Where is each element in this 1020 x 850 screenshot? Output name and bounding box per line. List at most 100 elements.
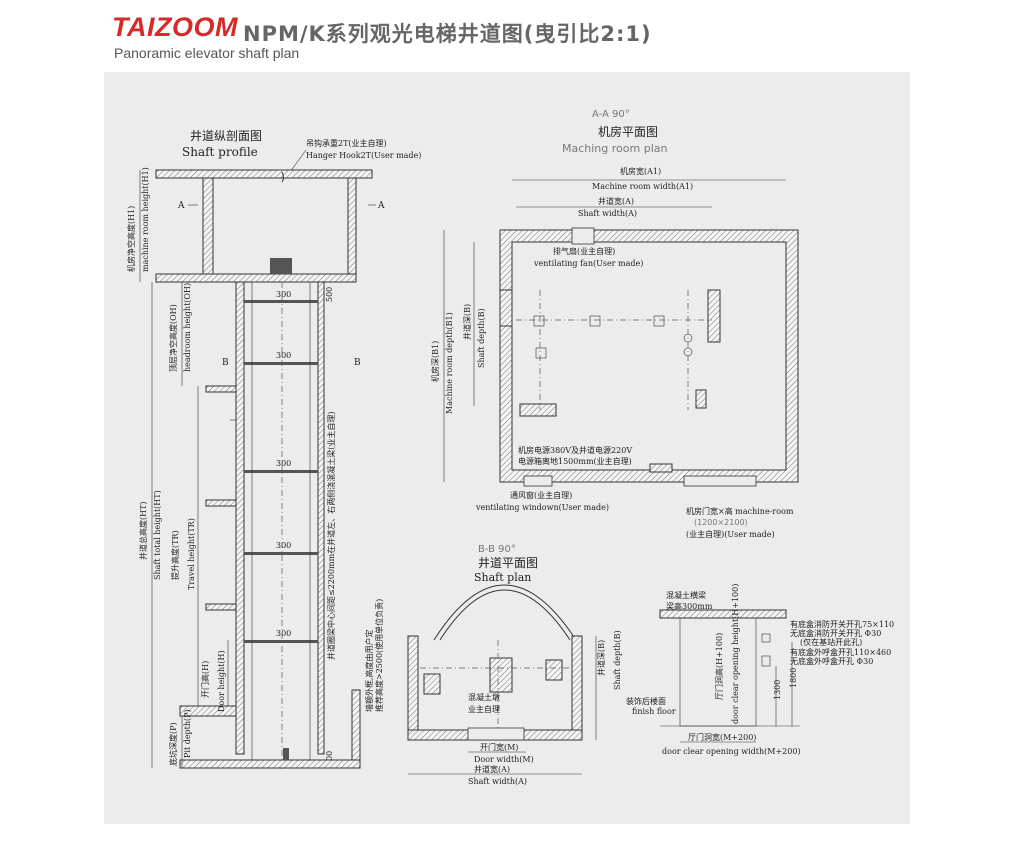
section-a-right: A xyxy=(377,201,385,211)
mr-door-cn: 机房门宽×高 machine-room xyxy=(686,506,794,516)
travel-cn: 提升高度(TR) xyxy=(170,530,180,580)
frame-note-1: 墙额外框,高度由用户定 xyxy=(364,629,374,712)
hook-label-cn: 吊钩承重2T(业主自理) xyxy=(306,138,387,148)
window-en: ventilating windown(User made) xyxy=(475,503,609,512)
mr-wall-left xyxy=(202,177,214,275)
fan-en: ventilating fan(User made) xyxy=(533,259,643,268)
shaft-plan: B-B 90° 井道平面图 Shaft plan 混凝土墩 业主自理 井道深(B… xyxy=(407,544,622,786)
headroom-en: headroom height(OH) xyxy=(183,283,192,372)
frame-note-2: 推荐高度>2500(使用单位负责) xyxy=(374,599,384,712)
beam-height: 梁高300mm xyxy=(666,601,713,611)
mr-width-cn: 机房宽(A1) xyxy=(620,166,661,176)
ring-beams xyxy=(244,300,318,643)
pier-cn-2: 业主自理 xyxy=(468,704,500,714)
section-b-right: B xyxy=(354,358,361,368)
fan-cn: 排气扇(业主自理) xyxy=(553,246,615,256)
brand-logo: TAIZOOM xyxy=(112,12,238,42)
door-height-cn: 开门高(H) xyxy=(200,661,210,698)
mr-section-label: A-A 90° xyxy=(592,109,630,120)
beam-cn: 混凝土横梁 xyxy=(666,590,706,600)
dim-300-c: 300 xyxy=(276,459,291,468)
fire-switch-1: 有底盒消防开关开孔75×110 xyxy=(790,619,894,629)
pit-floor xyxy=(179,759,361,769)
dim-1300: 1300 xyxy=(773,680,782,700)
call-box-1: 有底盒外呼盒开孔110×460 xyxy=(790,647,891,657)
shaft-depth-en: Shaft depth(B) xyxy=(477,308,486,368)
dim-500-bottom: 500 xyxy=(325,751,334,766)
mr-wall-right xyxy=(347,177,357,275)
mr-title-cn: 机房平面图 xyxy=(598,124,658,139)
mr-width-en: Machine room width(A1) xyxy=(592,182,693,191)
mr-floor xyxy=(155,273,357,283)
fan-opening xyxy=(571,227,595,245)
dim-300-e: 300 xyxy=(276,629,291,638)
open-width-en: door clear opening width(M+200) xyxy=(662,747,801,756)
dim-500-top: 500 xyxy=(325,287,334,302)
power-box xyxy=(707,289,721,343)
shaft-width-cn: 井道宽(A) xyxy=(598,196,634,206)
profile-title-en: Shaft profile xyxy=(182,145,258,159)
mr-height-cn: 机房净空高度(H1) xyxy=(126,206,136,272)
shaft-width-en: Shaft width(A) xyxy=(578,209,637,218)
sp-door-width-en: Door width(M) xyxy=(474,755,534,764)
pier-cn-1: 混凝土墩 xyxy=(468,692,500,702)
finish-floor-cn: 装饰后楼面 xyxy=(626,696,666,706)
mr-title-en: Maching room plan xyxy=(562,142,667,155)
shaft-wall-right xyxy=(317,281,325,755)
pit-depth-cn: 底坑深度(P) xyxy=(168,722,178,766)
page-subtitle: Panoramic elevator shaft plan xyxy=(114,45,300,61)
section-a-left: A xyxy=(177,201,185,211)
fire-switch-3: (仅在基站开此孔) xyxy=(800,637,862,647)
dim-300-d: 300 xyxy=(276,541,291,550)
sp-door-width-cn: 开门宽(M) xyxy=(480,742,518,752)
lintel-beam xyxy=(659,609,787,619)
mr-depth-cn: 机房深(B1) xyxy=(430,341,440,382)
shaft-depth-cn: 井道深(B) xyxy=(462,304,472,340)
dim-1800: 1800 xyxy=(789,668,798,688)
total-height-cn: 井道总高度(HT) xyxy=(138,501,148,560)
power-note-1: 机房电源380V及井道电源220V xyxy=(518,445,632,455)
profile-title-cn: 井道纵剖面图 xyxy=(190,129,262,143)
power-note-2: 电源箱离地1500mm(业主自理) xyxy=(518,456,632,466)
fire-switch-2: 无底盒消防开关开孔 Φ30 xyxy=(790,628,881,638)
fire-switch-box xyxy=(761,633,771,643)
sp-section-label: B-B 90° xyxy=(478,544,516,555)
section-b-left: B xyxy=(222,358,229,368)
mr-walls xyxy=(499,229,799,483)
mr-door xyxy=(683,475,757,487)
open-width-cn: 厅门洞宽(M+200) xyxy=(688,732,756,742)
headroom-cn: 顶层净空高度(OH) xyxy=(168,304,178,372)
sp-depth-en: Shaft depth(B) xyxy=(613,630,622,690)
sp-door-opening xyxy=(467,727,525,741)
sp-title-en: Shaft plan xyxy=(474,571,531,584)
door-opening-detail: 混凝土横梁 梁高300mm 有底盒消防开关开孔75×110 无底盒消防开关开孔 … xyxy=(626,584,894,756)
total-height-en: Shaft total height(HT) xyxy=(153,490,162,580)
mr-height-en: machine room height(H1) xyxy=(141,167,150,272)
open-height-cn: 厅门洞高(H+100) xyxy=(714,633,724,700)
pit-depth-en: Pit depth(P) xyxy=(183,709,192,758)
sp-width-cn: 井道宽(A) xyxy=(474,764,510,774)
hook-label-en: Hanger Hook2T(User made) xyxy=(306,151,421,160)
mr-depth-en: Machine room depth(B1) xyxy=(445,312,454,414)
sp-title-cn: 井道平面图 xyxy=(478,556,538,570)
call-box xyxy=(761,655,771,667)
beam-spacing-note: 井道圈梁中心间距≤2200mm在井道左、右两侧浇混凝土梁(业主自理) xyxy=(326,412,336,660)
vent-window xyxy=(523,475,553,487)
finish-floor-en: finish floor xyxy=(632,707,676,716)
dim-300-b: 300 xyxy=(276,351,291,360)
dim-300-a: 300 xyxy=(276,290,291,299)
machine-room-plan: A-A 90° 机房平面图 Maching room plan 机房宽(A1) … xyxy=(430,109,799,539)
page-title: NPM/K系列观光电梯井道图(曳引比2:1) xyxy=(243,22,652,46)
travel-en: Travel height(TR) xyxy=(187,518,196,590)
buffer xyxy=(283,748,289,760)
sp-concrete-pier xyxy=(489,657,513,693)
window-cn: 通风窗(业主自理) xyxy=(510,490,572,500)
shaft-wall-left xyxy=(235,281,245,755)
mr-door-size: (1200×2100) xyxy=(694,518,748,527)
call-box-2: 无底盒外呼盒开孔 Φ30 xyxy=(790,656,873,666)
sp-depth-cn: 井道深(B) xyxy=(596,640,606,676)
mr-roof xyxy=(155,169,373,179)
mr-door-user: (业主自理)(User made) xyxy=(686,529,775,539)
sp-width-en: Shaft width(A) xyxy=(468,777,527,786)
